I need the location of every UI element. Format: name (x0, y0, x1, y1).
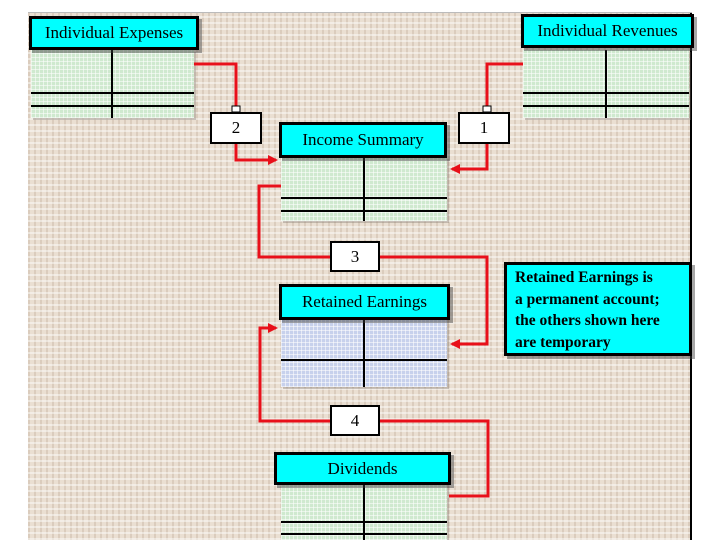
retained-earnings-ledger (281, 317, 447, 387)
permanent-account-note: Retained Earnings is a permanent account… (504, 262, 692, 356)
expenses-to-step2-arrow (194, 62, 238, 110)
note-line-1: Retained Earnings is (515, 269, 653, 286)
dividends-to-step4-arrow (378, 419, 490, 498)
revenues-to-step1-arrow (485, 62, 523, 110)
step2-to-income-summary-arrow (234, 142, 278, 165)
step-2-box: 2 (210, 112, 262, 144)
income-summary-to-step3-arrow (257, 184, 332, 259)
step1-to-income-summary-arrow (450, 142, 489, 174)
individual-revenues-label: Individual Revenues (521, 14, 694, 48)
step-4-box: 4 (330, 405, 380, 436)
step3-to-retained-earnings-arrow (380, 255, 489, 349)
retained-earnings-label: Retained Earnings (279, 284, 450, 320)
revenues-ledger (523, 50, 689, 118)
step4-to-retained-earnings-arrow (258, 323, 332, 423)
dividends-label: Dividends (274, 452, 451, 485)
note-line-2: a permanent account; (515, 290, 660, 308)
step-1-box: 1 (458, 112, 510, 144)
expenses-ledger (31, 50, 194, 118)
income-summary-label: Income Summary (279, 122, 447, 158)
slide-top-edge (28, 12, 692, 13)
dividends-ledger (281, 481, 447, 540)
income-summary-ledger (281, 157, 447, 221)
note-line-4: are temporary (515, 333, 611, 351)
step-3-box: 3 (330, 241, 380, 272)
individual-expenses-label: Individual Expenses (29, 16, 199, 50)
note-line-3: the others shown here (515, 312, 660, 329)
